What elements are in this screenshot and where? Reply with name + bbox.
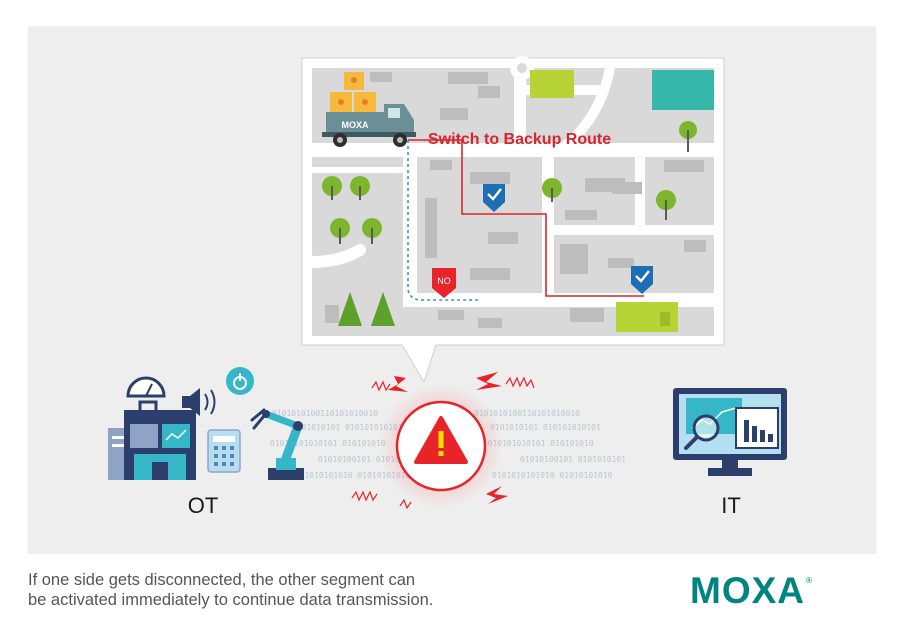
disconnect-crackle bbox=[351, 376, 535, 510]
it-label: IT bbox=[721, 493, 741, 518]
binary-row: 01010101010101 010101010 bbox=[478, 439, 594, 448]
logo-wordmark: MOXA bbox=[690, 570, 805, 611]
binary-row: 0101010101 010101010101 bbox=[292, 423, 403, 432]
check-pin-icon bbox=[483, 184, 505, 212]
pine-tree-icon bbox=[338, 292, 362, 326]
registered-mark: ® bbox=[806, 576, 812, 585]
calculator-icon bbox=[207, 429, 241, 473]
binary-row: 01010100101 0101010101 bbox=[318, 455, 424, 464]
caption-line: be activated immediately to continue dat… bbox=[28, 591, 434, 609]
route-label: Switch to Backup Route bbox=[428, 131, 611, 148]
binary-row: 0101010101010 01010101010 bbox=[290, 471, 411, 480]
truck-brand-label: MOXA bbox=[342, 120, 370, 130]
moxa-logo: MOXA ® bbox=[690, 570, 812, 611]
binary-row: 0101010100110101010010 bbox=[272, 409, 378, 418]
robot-arm-icon bbox=[250, 408, 304, 480]
map-park bbox=[530, 70, 574, 98]
speaker-icon bbox=[182, 388, 216, 416]
binary-data-stream: 0101010100110101010010 0101010101 010101… bbox=[270, 409, 626, 480]
power-icon bbox=[226, 367, 254, 395]
ot-label: OT bbox=[188, 493, 219, 518]
binary-row: 01010101010101 010101010 bbox=[270, 439, 386, 448]
binary-row: 0101010101010 01010101010 bbox=[492, 471, 613, 480]
binary-row: 0101010100110101010010 bbox=[474, 409, 580, 418]
magnifier-icon bbox=[684, 414, 720, 450]
pine-tree-icon bbox=[371, 292, 395, 326]
caption: If one side gets disconnected, the other… bbox=[28, 570, 548, 610]
it-monitor-icon bbox=[673, 388, 787, 476]
factory-icon bbox=[108, 400, 196, 480]
map-buildings bbox=[325, 72, 706, 328]
backup-route-line bbox=[408, 139, 644, 297]
ot-equipment bbox=[108, 367, 304, 480]
map-callout: MOXA Switch to Backup Route NO bbox=[301, 56, 725, 384]
truck-icon bbox=[322, 72, 416, 147]
map-trees bbox=[322, 121, 697, 326]
caption-line: If one side gets disconnected, the other… bbox=[28, 571, 416, 589]
map-water bbox=[652, 70, 714, 110]
gauge-icon bbox=[126, 376, 166, 398]
warning-icon bbox=[414, 416, 468, 464]
check-pin-icon bbox=[631, 266, 653, 294]
binary-row: 0101010101 010101010101 bbox=[490, 423, 601, 432]
binary-row: 01010100101 0101010101 bbox=[520, 455, 626, 464]
no-pin-icon bbox=[432, 268, 456, 298]
blocked-route-line bbox=[407, 140, 480, 301]
no-pin-label: NO bbox=[437, 276, 451, 286]
disconnect-spark-icon bbox=[388, 372, 508, 504]
